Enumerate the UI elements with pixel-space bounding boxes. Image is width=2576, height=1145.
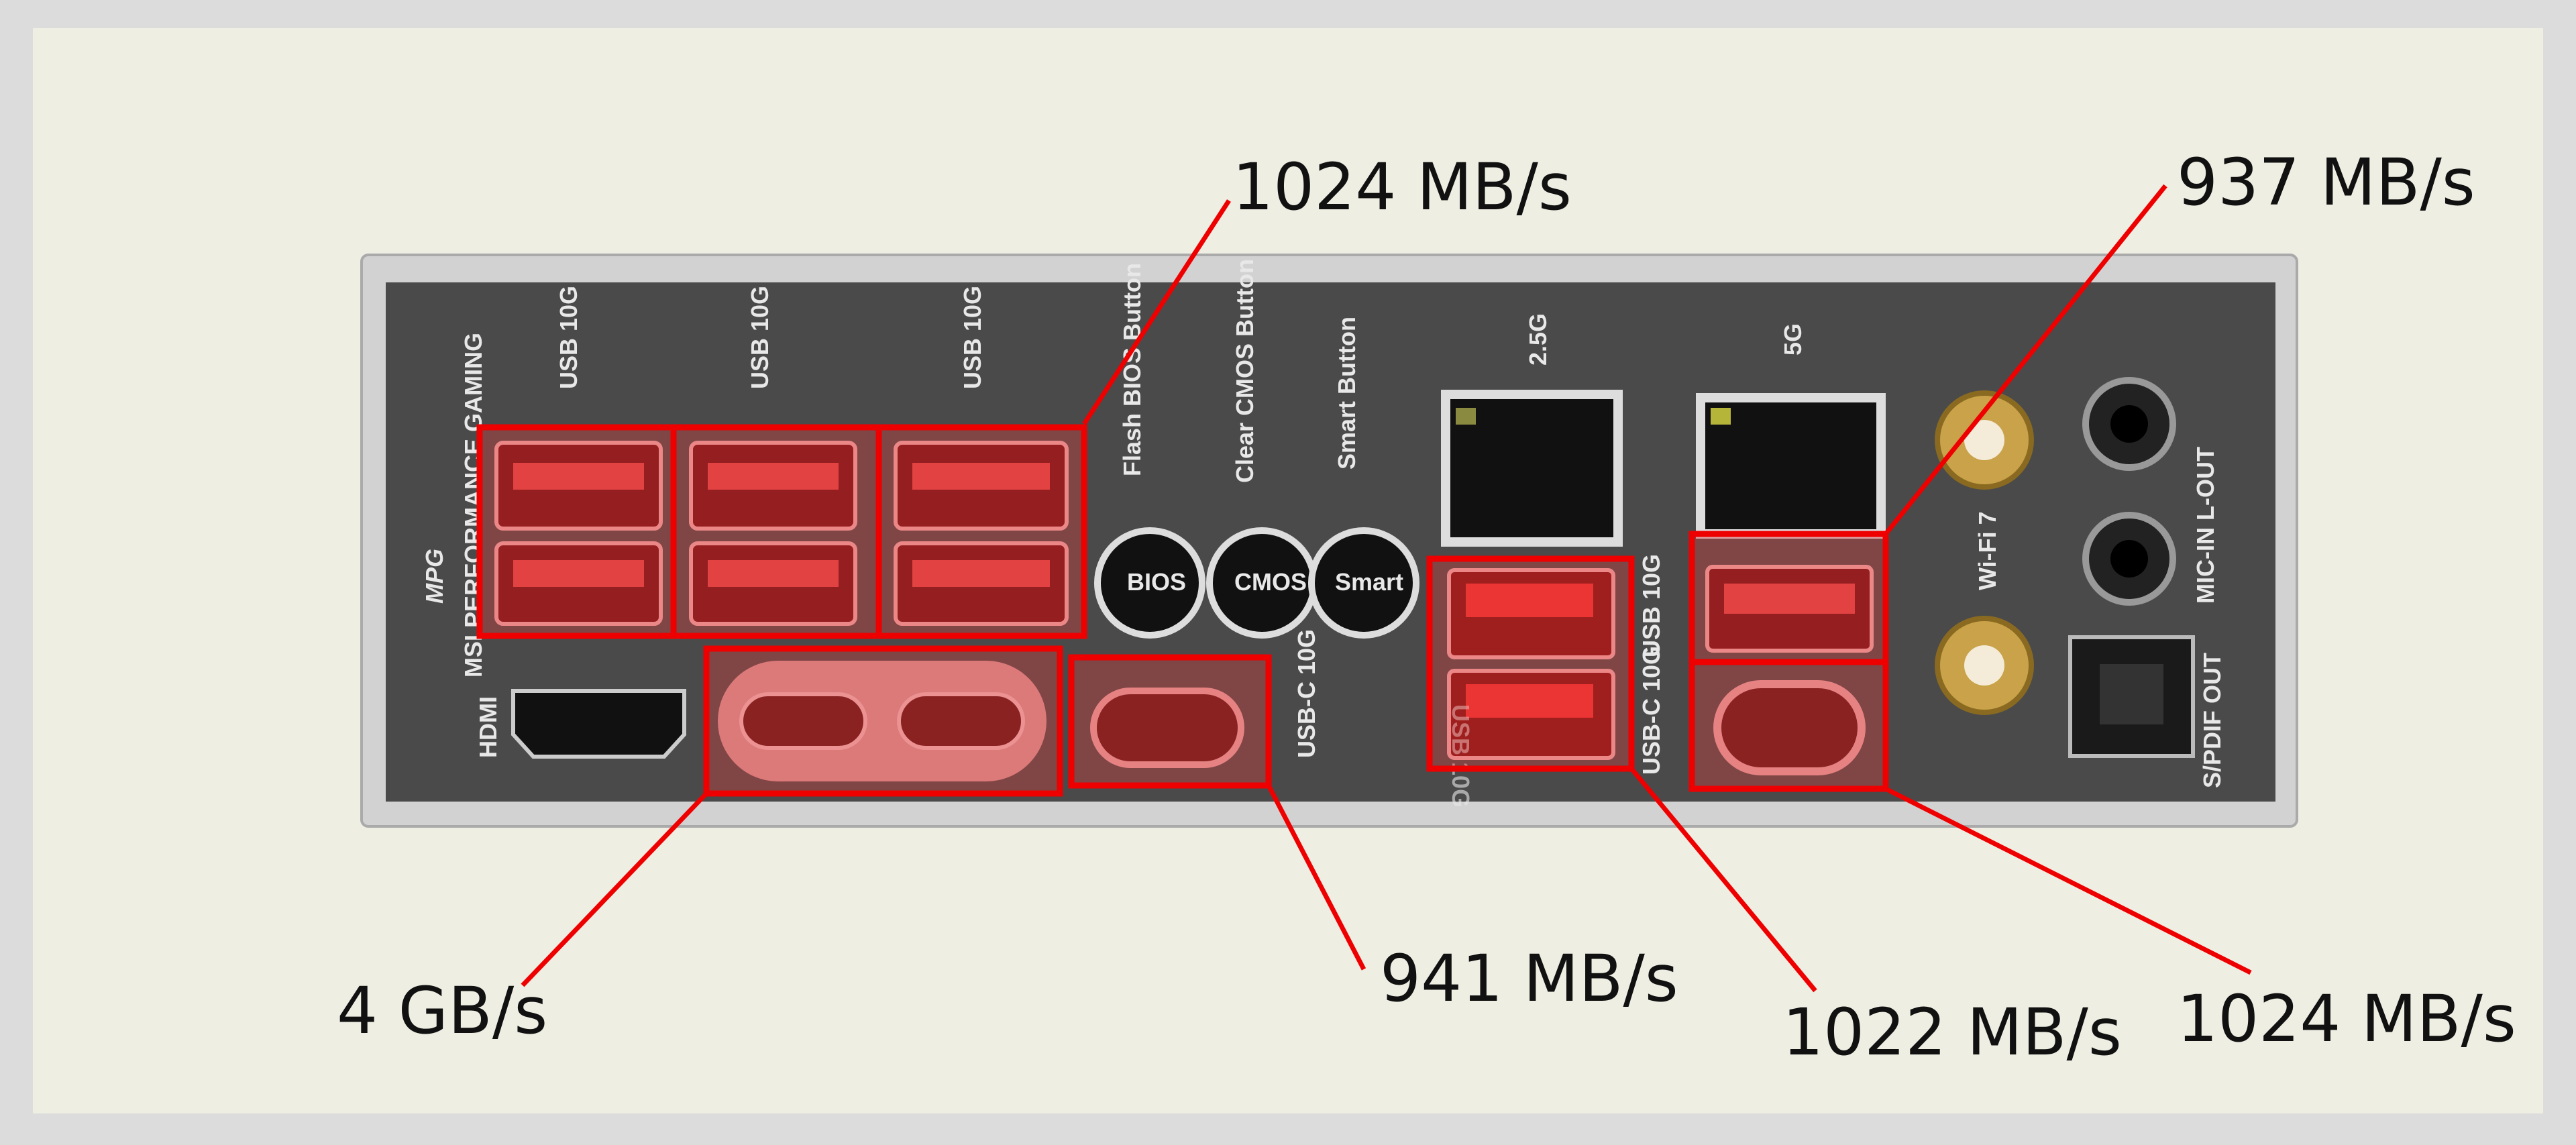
flash-bios-label: Flash BIOS Button bbox=[1118, 263, 1146, 476]
highlight-usb-a-group-1 bbox=[476, 424, 677, 639]
highlight-mid-usb bbox=[1426, 555, 1635, 772]
cmos-button-text: CMOS bbox=[1234, 568, 1307, 596]
usb-label: USB 10G bbox=[1638, 554, 1665, 657]
speed-label-single-usb-c: 941 MB/s bbox=[1380, 941, 1678, 1016]
usb-label: USB 10G bbox=[1447, 704, 1474, 808]
usb-c-port[interactable] bbox=[897, 692, 1025, 750]
highlight-dual-usb-c bbox=[703, 645, 1063, 797]
audio-label: MIC-IN L-OUT bbox=[2192, 447, 2219, 604]
highlight-right-usb-c bbox=[1688, 659, 1889, 792]
leader-line bbox=[1884, 184, 2167, 536]
usb-c-port[interactable] bbox=[1090, 688, 1244, 768]
leader-line bbox=[1082, 199, 1231, 425]
usb-c-port[interactable] bbox=[1713, 680, 1866, 775]
highlight-usb-a-group-3 bbox=[875, 424, 1087, 639]
usb-label: USB 10G bbox=[959, 286, 986, 389]
smart-button-text: Smart bbox=[1335, 568, 1403, 596]
leader-line bbox=[1629, 767, 1817, 993]
smart-button[interactable] bbox=[1308, 527, 1419, 639]
speed-label-dual-usb-c: 4 GB/s bbox=[337, 973, 547, 1048]
smart-label: Smart Button bbox=[1333, 317, 1360, 470]
usb-c-label: USB-C 10G bbox=[1293, 629, 1320, 758]
hdmi-label: HDMI bbox=[474, 696, 502, 758]
usb-label: USB 10G bbox=[555, 286, 582, 389]
lan-label: 2.5G bbox=[1524, 313, 1552, 366]
lan-label: 5G bbox=[1779, 323, 1807, 356]
highlight-single-usb-c bbox=[1068, 654, 1272, 789]
speed-label-right-usb: 937 MB/s bbox=[2177, 145, 2475, 220]
speed-label-mid-usb: 1022 MB/s bbox=[1782, 995, 2122, 1070]
wifi-label: Wi-Fi 7 bbox=[1974, 511, 2001, 590]
speed-label-top-usb: 1024 MB/s bbox=[1232, 150, 1572, 225]
leader-line bbox=[1884, 786, 2252, 975]
leader-line bbox=[521, 792, 708, 987]
usb-c-port[interactable] bbox=[739, 692, 867, 750]
hdmi-port[interactable] bbox=[511, 689, 686, 759]
usb-label: USB 10G bbox=[746, 286, 773, 389]
spdif-label: S/PDIF OUT bbox=[2198, 653, 2226, 788]
usb-c-label: USB-C 10G bbox=[1638, 646, 1665, 775]
flash-bios-button[interactable] bbox=[1094, 527, 1205, 639]
bios-button-text: BIOS bbox=[1127, 568, 1186, 596]
highlight-right-usb-a bbox=[1688, 531, 1889, 665]
speed-label-right-usb-c: 1024 MB/s bbox=[2177, 981, 2516, 1056]
usb-c-housing bbox=[718, 661, 1046, 781]
leader-line bbox=[1266, 784, 1366, 971]
mpg-logo: MPG bbox=[421, 549, 448, 604]
highlight-usb-a-group-2 bbox=[670, 424, 882, 639]
clear-cmos-label: Clear CMOS Button bbox=[1231, 259, 1258, 483]
